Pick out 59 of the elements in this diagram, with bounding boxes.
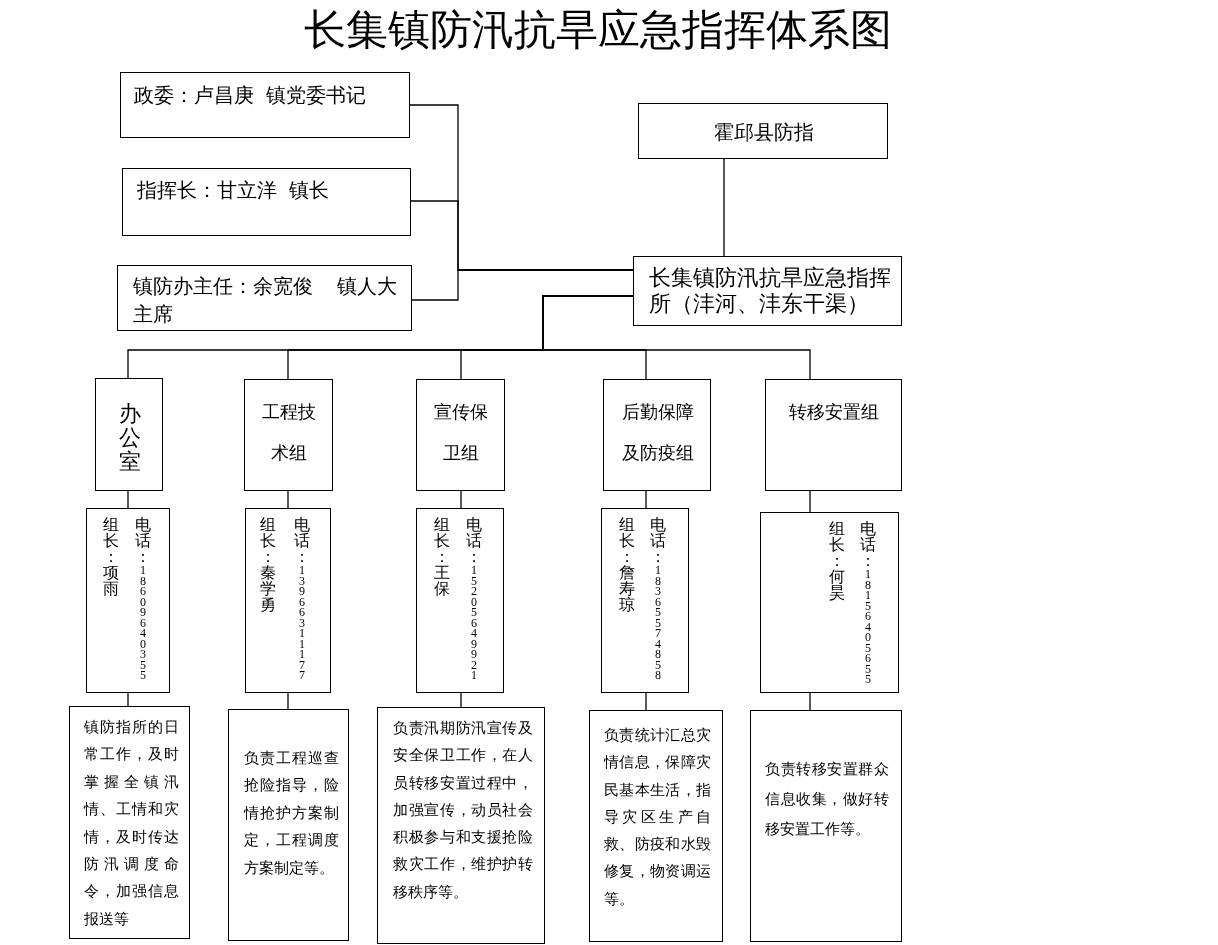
leader-label: 组长：何昊 xyxy=(829,521,845,601)
duty-text: 镇防指所的日常工作，及时掌握全镇汛情、工情和灾情，及时传达防汛调度命令，加强信息报送等 xyxy=(84,718,179,929)
duty-text: 负责汛期防汛宣传及安全保卫工作，在人员转移安置过程中，加强宣传，动员社会积极参与和支援抢险救灾工作，维护护转移秩序等。 xyxy=(393,719,533,902)
group-label: 转移安置组 xyxy=(788,401,880,424)
group-label: 办公室 xyxy=(119,402,141,474)
leader-box xyxy=(760,512,899,693)
group-box xyxy=(244,379,333,491)
connector-line xyxy=(542,295,811,380)
group-box xyxy=(765,379,902,491)
connector-line xyxy=(411,269,634,301)
role-box xyxy=(122,168,411,236)
connector-line xyxy=(287,692,289,710)
phone-label: 电话：18609640355 xyxy=(135,517,151,681)
command-label: 长集镇防汛抗旱应急指挥所（沣河、沣东干渠） xyxy=(649,265,892,317)
group-box xyxy=(603,379,711,491)
duty-box xyxy=(69,706,190,939)
title: 长集镇防汛抗旱应急指挥体系图 xyxy=(304,7,892,53)
group-label: 后勤保障及防疫组 xyxy=(621,401,695,465)
duty-text: 负责统计汇总灾情信息，保障灾民基本生活，指导灾区生产自救、防疫和水毁修复，物资调运等。 xyxy=(604,726,711,909)
leader-box xyxy=(601,508,689,693)
org-label: 霍邱县防指 xyxy=(713,120,815,145)
group-box xyxy=(416,379,505,491)
connector-line xyxy=(460,490,462,509)
leader-box xyxy=(86,508,170,693)
org-box xyxy=(638,103,888,159)
phone-label: 电话：15205649921 xyxy=(466,517,482,681)
duty-box xyxy=(589,710,723,942)
connector-line xyxy=(460,692,462,708)
leader-label: 组长：项雨 xyxy=(103,517,119,597)
connector-line xyxy=(127,490,129,509)
command-box xyxy=(633,256,902,326)
leader-label: 组长：秦学勇 xyxy=(260,517,276,613)
connector-line xyxy=(809,692,811,711)
role-label: 政委：卢昌庚 镇党委书记 xyxy=(134,83,367,108)
connector-line xyxy=(809,490,811,513)
connector-line xyxy=(645,692,647,711)
leader-box xyxy=(416,508,504,693)
connector-line xyxy=(723,158,725,257)
group-label: 宣传保卫组 xyxy=(433,401,489,465)
duty-box xyxy=(750,710,902,942)
leader-label: 组长：詹寿琼 xyxy=(619,517,635,613)
duty-text: 负责工程巡查抢险指导，险情抢护方案制定，工程调度方案制定等。 xyxy=(244,749,339,878)
connector-line xyxy=(287,490,289,509)
connector-line xyxy=(645,490,647,509)
duty-text: 负责转移安置群众信息收集，做好转移安置工作等。 xyxy=(765,760,889,839)
role-box xyxy=(120,72,410,138)
role-label: 镇防办主任：余宽俊 镇人大主席 xyxy=(133,274,398,327)
connector-line xyxy=(127,692,129,707)
leader-label: 组长：王保 xyxy=(434,517,450,597)
phone-label: 电话：18365574858 xyxy=(650,517,666,681)
duty-box xyxy=(228,709,349,941)
group-label: 工程技术组 xyxy=(261,401,317,465)
group-box xyxy=(95,378,163,491)
phone-label: 电话：18156405655 xyxy=(860,521,876,685)
role-box xyxy=(117,265,412,331)
phone-label: 电话：13966311177 xyxy=(294,517,310,681)
duty-box xyxy=(377,707,545,944)
leader-box xyxy=(245,508,331,693)
role-label: 指挥长：甘立洋 镇长 xyxy=(137,178,330,203)
